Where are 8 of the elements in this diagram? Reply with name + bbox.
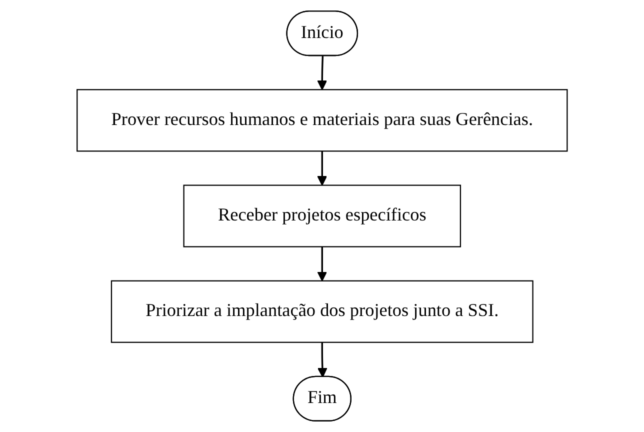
node-box <box>183 184 461 248</box>
flowchart: Início Prover recursos humanos e materiais para suas Gerências. Receber projetos específicos Priorizar a implantação dos projetos junto a SSI. Fim <box>68 2 576 430</box>
arrow <box>317 342 328 378</box>
node-box <box>76 89 568 152</box>
arrow <box>317 56 327 90</box>
node-box <box>110 280 534 343</box>
arrow <box>317 246 327 282</box>
arrow <box>317 151 327 186</box>
